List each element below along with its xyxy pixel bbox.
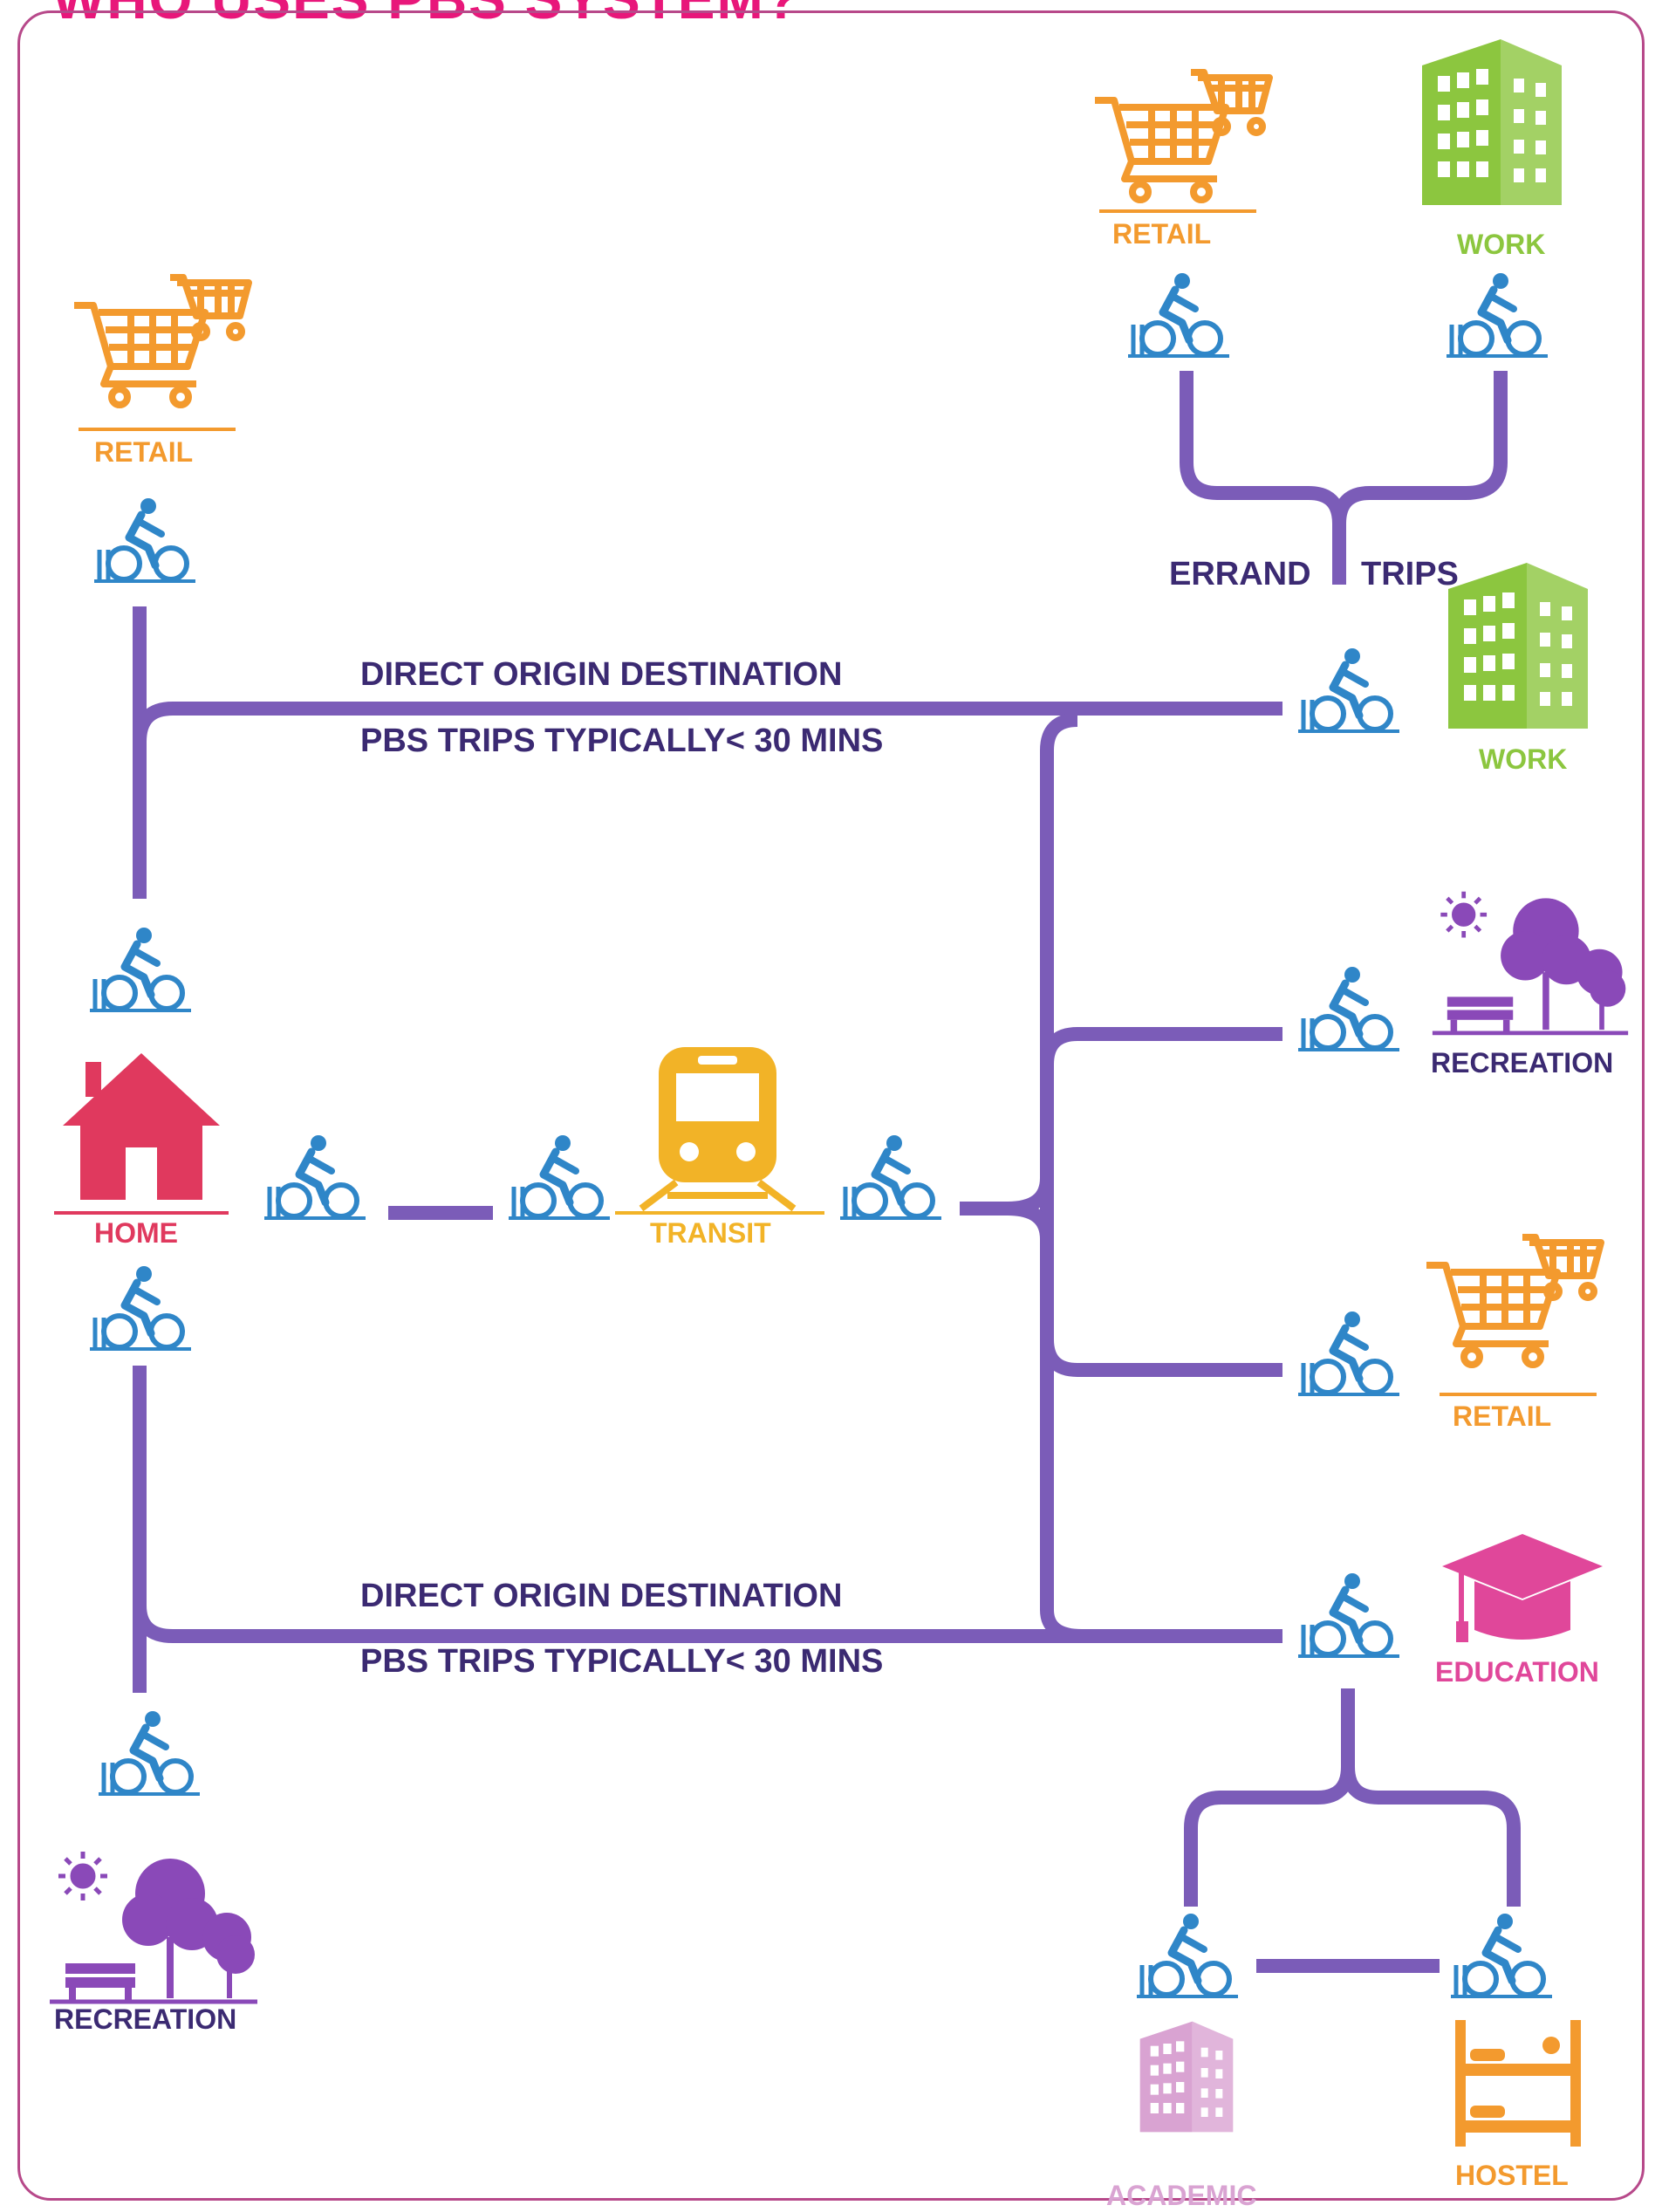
node-label-education: EDUCATION — [1435, 1656, 1599, 1688]
train-icon — [639, 1047, 797, 1212]
bicycle-rider-icon — [1130, 1911, 1243, 1998]
node-label-hostel: HOSTEL — [1455, 2160, 1569, 2191]
office-building-icon — [1440, 554, 1597, 737]
direct-label-top: DIRECT ORIGIN DESTINATION — [360, 656, 843, 693]
line-education-fork — [1184, 1688, 1521, 1907]
node-label-transit: TRANSIT — [650, 1217, 771, 1249]
bicycle-rider-icon — [87, 496, 201, 583]
bicycle-rider-icon — [257, 1133, 371, 1220]
line-direct-bottom — [133, 1605, 1282, 1643]
divider — [79, 428, 236, 431]
bicycle-rider-icon — [92, 1709, 205, 1796]
divider — [1099, 209, 1256, 213]
typical-label-top: PBS TRIPS TYPICALLY< 30 MINS — [360, 722, 884, 759]
node-label-retail-left: RETAIL — [94, 436, 194, 468]
node-label-retail-right: RETAIL — [1453, 1400, 1552, 1432]
bicycle-rider-icon — [502, 1133, 615, 1220]
shopping-cart-icon — [1418, 1230, 1610, 1379]
house-icon — [63, 1053, 220, 1200]
line-direct-top — [133, 702, 1282, 743]
line-to-recreation — [1040, 1027, 1282, 1065]
divider — [615, 1211, 824, 1215]
line-errand-fork — [1180, 371, 1508, 585]
node-label-recreation-left: RECREATION — [54, 2003, 237, 2035]
bicycle-rider-icon — [1291, 964, 1405, 1051]
node-label-home: HOME — [94, 1217, 178, 1249]
errand-label: ERRAND — [1169, 556, 1311, 592]
park-tree-bench-icon — [1431, 877, 1645, 1043]
line-transit-trunk — [960, 1177, 1054, 1240]
bicycle-rider-icon — [1121, 271, 1235, 358]
node-label-academic: ACADEMIC — [1106, 2180, 1257, 2211]
node-label-retail-top: RETAIL — [1112, 218, 1212, 250]
park-tree-bench-icon — [48, 1841, 275, 2007]
line-to-retail — [1040, 1339, 1282, 1377]
divider — [1440, 1393, 1597, 1396]
node-label-recreation-right: RECREATION — [1431, 1047, 1614, 1079]
shopping-cart-icon — [1086, 65, 1278, 214]
node-label-work-right: WORK — [1479, 743, 1568, 775]
node-label-work-top: WORK — [1457, 229, 1546, 260]
bicycle-rider-icon — [1291, 1571, 1405, 1658]
typical-label-bottom: PBS TRIPS TYPICALLY< 30 MINS — [360, 1643, 884, 1680]
page-title: WHO USES PBS SYSTEM? — [52, 0, 801, 31]
shopping-cart-icon — [65, 271, 257, 419]
line-trunk — [1040, 713, 1083, 1643]
bicycle-rider-icon — [1291, 646, 1405, 733]
diagram-frame — [17, 10, 1645, 2201]
bicycle-rider-icon — [1444, 1911, 1557, 1998]
bicycle-rider-icon — [833, 1133, 947, 1220]
bicycle-rider-icon — [1440, 271, 1553, 358]
bunk-bed-icon — [1455, 2020, 1581, 2147]
graduation-cap-icon — [1442, 1534, 1603, 1642]
bicycle-rider-icon — [83, 1264, 196, 1351]
direct-label-bottom: DIRECT ORIGIN DESTINATION — [360, 1578, 843, 1614]
bicycle-rider-icon — [1291, 1309, 1405, 1396]
office-building-icon — [1413, 31, 1570, 214]
bicycle-rider-icon — [83, 925, 196, 1012]
building-icon — [1134, 2011, 1239, 2142]
trips-label: TRIPS — [1361, 556, 1459, 592]
divider — [54, 1211, 229, 1215]
